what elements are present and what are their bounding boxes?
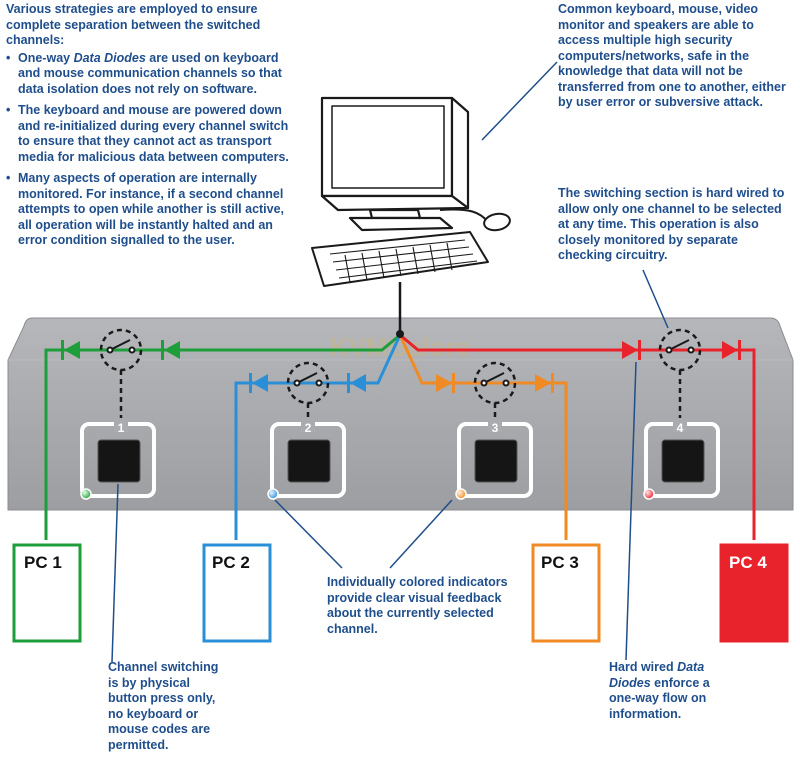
peripherals-note: Common keyboard, mouse, video monitor an…: [558, 2, 786, 109]
indicator-led-icon: [643, 488, 655, 500]
strategy-bullet-3: Many aspects of operation are internally…: [6, 171, 296, 249]
callout-lines: [111, 61, 669, 663]
diode-icon: [622, 340, 741, 360]
pc-box-3: [531, 543, 601, 643]
channel-2-path: [234, 334, 402, 540]
indicator-led-icon: [455, 488, 467, 500]
strategies-intro: Various strategies are employed to ensur…: [6, 2, 261, 47]
button-note: Channel switching is by physical button …: [108, 660, 219, 752]
button-number: 3: [492, 421, 499, 435]
channel-button-4[interactable]: 4: [644, 418, 720, 498]
indicator-led-icon: [80, 488, 92, 500]
button-number: 4: [677, 421, 684, 435]
button-number: 2: [305, 421, 312, 435]
strategy-bullet-2: The keyboard and mouse are powered down …: [6, 103, 296, 165]
channel-button-1[interactable]: 1: [80, 418, 156, 498]
diode-icon: [436, 373, 554, 393]
channel-4-path: [399, 333, 756, 540]
indicators-note: Individually colored indicators provide …: [327, 575, 508, 636]
channel-3-path: [398, 334, 568, 540]
keyboard-icon: [311, 231, 489, 287]
pc-label-2: PC 2: [212, 553, 250, 572]
channel-1-path: [44, 333, 401, 540]
strategy-bullet-1: One-way Data Diodes are used on keyboard…: [6, 51, 296, 98]
monitor-icon: [320, 96, 470, 232]
switch-enclosure: [7, 317, 794, 511]
channel-button-2[interactable]: 2: [270, 418, 346, 498]
pc-box-2: [202, 543, 272, 643]
diode-icon: [249, 373, 366, 393]
pc-box-4: [719, 543, 789, 643]
strategies-text: Various strategies are employed to ensur…: [6, 2, 296, 255]
pc-label-4: PC 4: [729, 553, 767, 572]
strategies-list: One-way Data Diodes are used on keyboard…: [6, 51, 296, 249]
diode-icon: [61, 340, 180, 360]
pc-box-1: [12, 543, 82, 643]
indicator-led-icon: [267, 488, 279, 500]
button-number: 1: [118, 421, 125, 435]
diodes-note: Hard wired Data Diodes enforce a one-way…: [609, 660, 710, 721]
pc-label-1: PC 1: [24, 553, 62, 572]
junction-dot: [396, 330, 404, 338]
pc-label-3: PC 3: [541, 553, 579, 572]
channel-button-3[interactable]: 3: [457, 418, 533, 498]
switching-note: The switching section is hard wired to a…: [558, 186, 785, 262]
mouse-icon: [439, 208, 511, 232]
